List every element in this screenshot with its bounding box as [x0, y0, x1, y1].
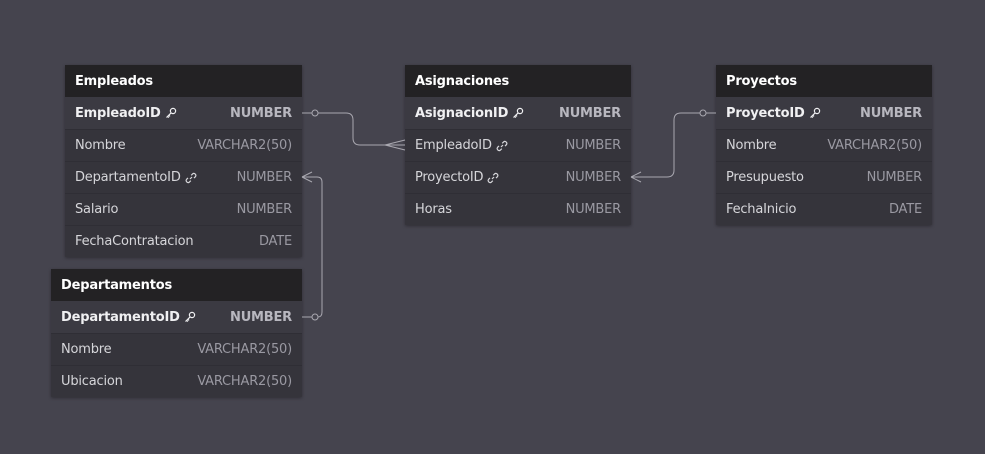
table-departamentos[interactable]: Departamentos DepartamentoID NUMBER Nombre… — [51, 269, 302, 397]
table-header[interactable]: Empleados — [65, 65, 302, 97]
table-row[interactable]: Nombre VARCHAR2(50) — [51, 333, 302, 365]
column-type: VARCHAR2(50) — [197, 342, 292, 357]
link-icon — [185, 172, 197, 184]
column-type: VARCHAR2(50) — [827, 138, 922, 153]
link-icon — [487, 172, 499, 184]
table-row[interactable]: EmpleadoID NUMBER — [405, 129, 631, 161]
column-name: Nombre — [61, 342, 112, 357]
column-name-label: Nombre — [726, 138, 777, 153]
column-name-label: Salario — [75, 202, 119, 217]
table-header[interactable]: Proyectos — [716, 65, 932, 97]
table-row[interactable]: Salario NUMBER — [65, 193, 302, 225]
column-name-label: FechaContratacion — [75, 234, 194, 249]
column-type: VARCHAR2(50) — [197, 374, 292, 389]
column-name: EmpleadoID — [415, 138, 508, 153]
table-row[interactable]: AsignacionID NUMBER — [405, 97, 631, 129]
column-type: NUMBER — [230, 309, 292, 325]
table-row[interactable]: DepartamentoID NUMBER — [51, 301, 302, 333]
column-type: VARCHAR2(50) — [197, 138, 292, 153]
column-name-label: DepartamentoID — [61, 309, 180, 325]
key-icon — [512, 107, 524, 119]
column-name: ProyectoID — [415, 170, 499, 185]
table-row[interactable]: Nombre VARCHAR2(50) — [65, 129, 302, 161]
column-name-label: Horas — [415, 202, 452, 217]
column-type: DATE — [258, 234, 292, 249]
column-name-label: Nombre — [61, 342, 112, 357]
column-type: NUMBER — [866, 170, 923, 185]
column-name: FechaInicio — [726, 202, 797, 217]
column-name-label: DepartamentoID — [75, 170, 181, 185]
column-name: Nombre — [75, 138, 126, 153]
column-name: ProyectoID — [726, 106, 821, 121]
column-type: NUMBER — [230, 105, 292, 121]
table-row[interactable]: DepartamentoID NUMBER — [65, 161, 302, 193]
column-type: NUMBER — [565, 170, 622, 185]
connector-departamento-empleado[interactable] — [301, 171, 323, 321]
column-name: Ubicacion — [61, 374, 123, 389]
table-row[interactable]: Ubicacion VARCHAR2(50) — [51, 365, 302, 397]
column-name-label: Nombre — [75, 138, 126, 153]
link-icon — [496, 140, 508, 152]
table-empleados[interactable]: Empleados EmpleadoID NUMBER Nombre VARCHAR2… — [65, 65, 302, 257]
table-row[interactable]: FechaInicio DATE — [716, 193, 932, 225]
table-row[interactable]: FechaContratacion DATE — [65, 225, 302, 257]
column-name-label: ProyectoID — [415, 170, 484, 185]
column-name-label: EmpleadoID — [75, 105, 161, 121]
connector-proyecto-asignacion[interactable] — [630, 109, 716, 183]
column-name-label: Ubicacion — [61, 374, 123, 389]
table-row[interactable]: EmpleadoID NUMBER — [65, 97, 302, 129]
connector-empleado-asignacion[interactable] — [302, 109, 406, 151]
column-name-label: AsignacionID — [415, 105, 509, 121]
table-row[interactable]: Horas NUMBER — [405, 193, 631, 225]
column-name: Presupuesto — [726, 170, 804, 185]
column-type: NUMBER — [565, 202, 622, 217]
table-row[interactable]: Nombre VARCHAR2(50) — [716, 129, 932, 161]
column-name-label: FechaInicio — [726, 202, 797, 217]
table-row[interactable]: ProyectoID NUMBER — [405, 161, 631, 193]
column-name: Salario — [75, 202, 119, 217]
column-name: DepartamentoID — [75, 170, 197, 185]
table-header[interactable]: Departamentos — [51, 269, 302, 301]
column-name: AsignacionID — [415, 106, 524, 121]
table-proyectos[interactable]: Proyectos ProyectoID NUMBER Nombre VARCHAR2… — [716, 65, 932, 225]
column-type: NUMBER — [236, 202, 293, 217]
column-type: DATE — [888, 202, 922, 217]
column-name: EmpleadoID — [75, 106, 177, 121]
table-row[interactable]: Presupuesto NUMBER — [716, 161, 932, 193]
column-type: NUMBER — [860, 105, 922, 121]
column-name-label: ProyectoID — [726, 105, 805, 121]
key-icon — [184, 311, 196, 323]
table-row[interactable]: ProyectoID NUMBER — [716, 97, 932, 129]
key-icon — [165, 107, 177, 119]
column-name: Nombre — [726, 138, 777, 153]
key-icon — [809, 107, 821, 119]
column-name-label: EmpleadoID — [415, 138, 492, 153]
column-type: NUMBER — [236, 170, 293, 185]
column-name: Horas — [415, 202, 452, 217]
column-name-label: Presupuesto — [726, 170, 804, 185]
column-type: NUMBER — [559, 105, 621, 121]
column-name: FechaContratacion — [75, 234, 194, 249]
column-name: DepartamentoID — [61, 310, 196, 325]
table-header[interactable]: Asignaciones — [405, 65, 631, 97]
column-type: NUMBER — [565, 138, 622, 153]
